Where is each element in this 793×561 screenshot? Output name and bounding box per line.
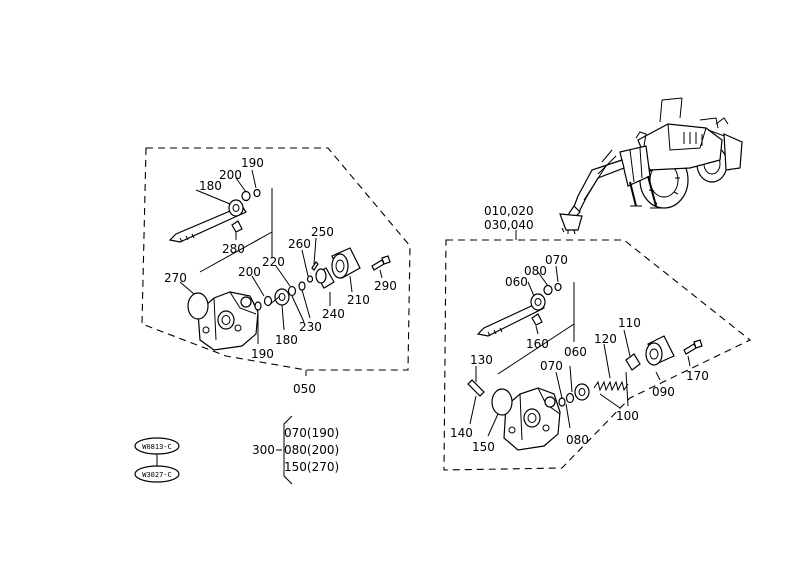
callout-260: 260 xyxy=(288,237,311,251)
callout-200-mid: 200 xyxy=(238,265,261,279)
callout-230: 230 xyxy=(299,320,322,334)
kit-label-300: 300 xyxy=(252,443,275,457)
callout-180-bot: 180 xyxy=(275,333,298,347)
group-label-050: 050 xyxy=(293,382,316,396)
left-callout-labels: 190 200 180 280 270 200 220 260 250 290 … xyxy=(164,156,397,396)
callout-190-top: 190 xyxy=(241,156,264,170)
callout-120: 120 xyxy=(594,332,617,346)
callout-270: 270 xyxy=(164,271,187,285)
left-valve-housing xyxy=(197,291,259,351)
callout-180-top: 180 xyxy=(199,179,222,193)
callout-060-mid: 060 xyxy=(564,345,587,359)
callout-190-bot: 190 xyxy=(251,347,274,361)
callout-170: 170 xyxy=(686,369,709,383)
kit-reference-table: 300 070(190) 080(200) 150(270) xyxy=(252,415,339,485)
right-valve-housing xyxy=(503,387,561,451)
callout-110: 110 xyxy=(618,316,641,330)
right-callout-labels: 010,020 030,040 070 080 060 160 130 140 … xyxy=(450,204,709,454)
badge-bottom-oval xyxy=(134,465,180,483)
kit-row-2: 080(200) xyxy=(284,443,339,457)
left-assembly-boundary xyxy=(141,147,411,371)
callout-070-top: 070 xyxy=(545,253,568,267)
callout-290: 290 xyxy=(374,279,397,293)
right-valve-assembly xyxy=(443,230,752,471)
callout-090: 090 xyxy=(652,385,675,399)
kit-row-3: 150(270) xyxy=(284,460,339,474)
callout-280: 280 xyxy=(222,242,245,256)
callout-080-top: 080 xyxy=(524,264,547,278)
kit-row-1: 070(190) xyxy=(284,426,339,440)
callout-220: 220 xyxy=(262,255,285,269)
callout-240: 240 xyxy=(322,307,345,321)
callout-060-top: 060 xyxy=(505,275,528,289)
badge-top-text: W0813-C xyxy=(142,443,172,451)
callout-080-bot: 080 xyxy=(566,433,589,447)
left-valve-assembly xyxy=(141,147,411,376)
callout-210: 210 xyxy=(347,293,370,307)
group-label-030-040: 030,040 xyxy=(484,218,534,232)
callout-200-top: 200 xyxy=(219,168,242,182)
right-assembly-boundary xyxy=(443,239,752,471)
callout-130: 130 xyxy=(470,353,493,367)
callout-140: 140 xyxy=(450,426,473,440)
callout-250: 250 xyxy=(311,225,334,239)
callout-160: 160 xyxy=(526,337,549,351)
backhoe-tractor-illustration xyxy=(559,97,743,235)
badge-bottom-text: W3027-C xyxy=(142,471,172,479)
group-label-010-020: 010,020 xyxy=(484,204,534,218)
callout-100: 100 xyxy=(616,409,639,423)
callout-070-mid: 070 xyxy=(540,359,563,373)
callout-150: 150 xyxy=(472,440,495,454)
reference-badges: W0813-C W3027-C xyxy=(134,437,180,483)
